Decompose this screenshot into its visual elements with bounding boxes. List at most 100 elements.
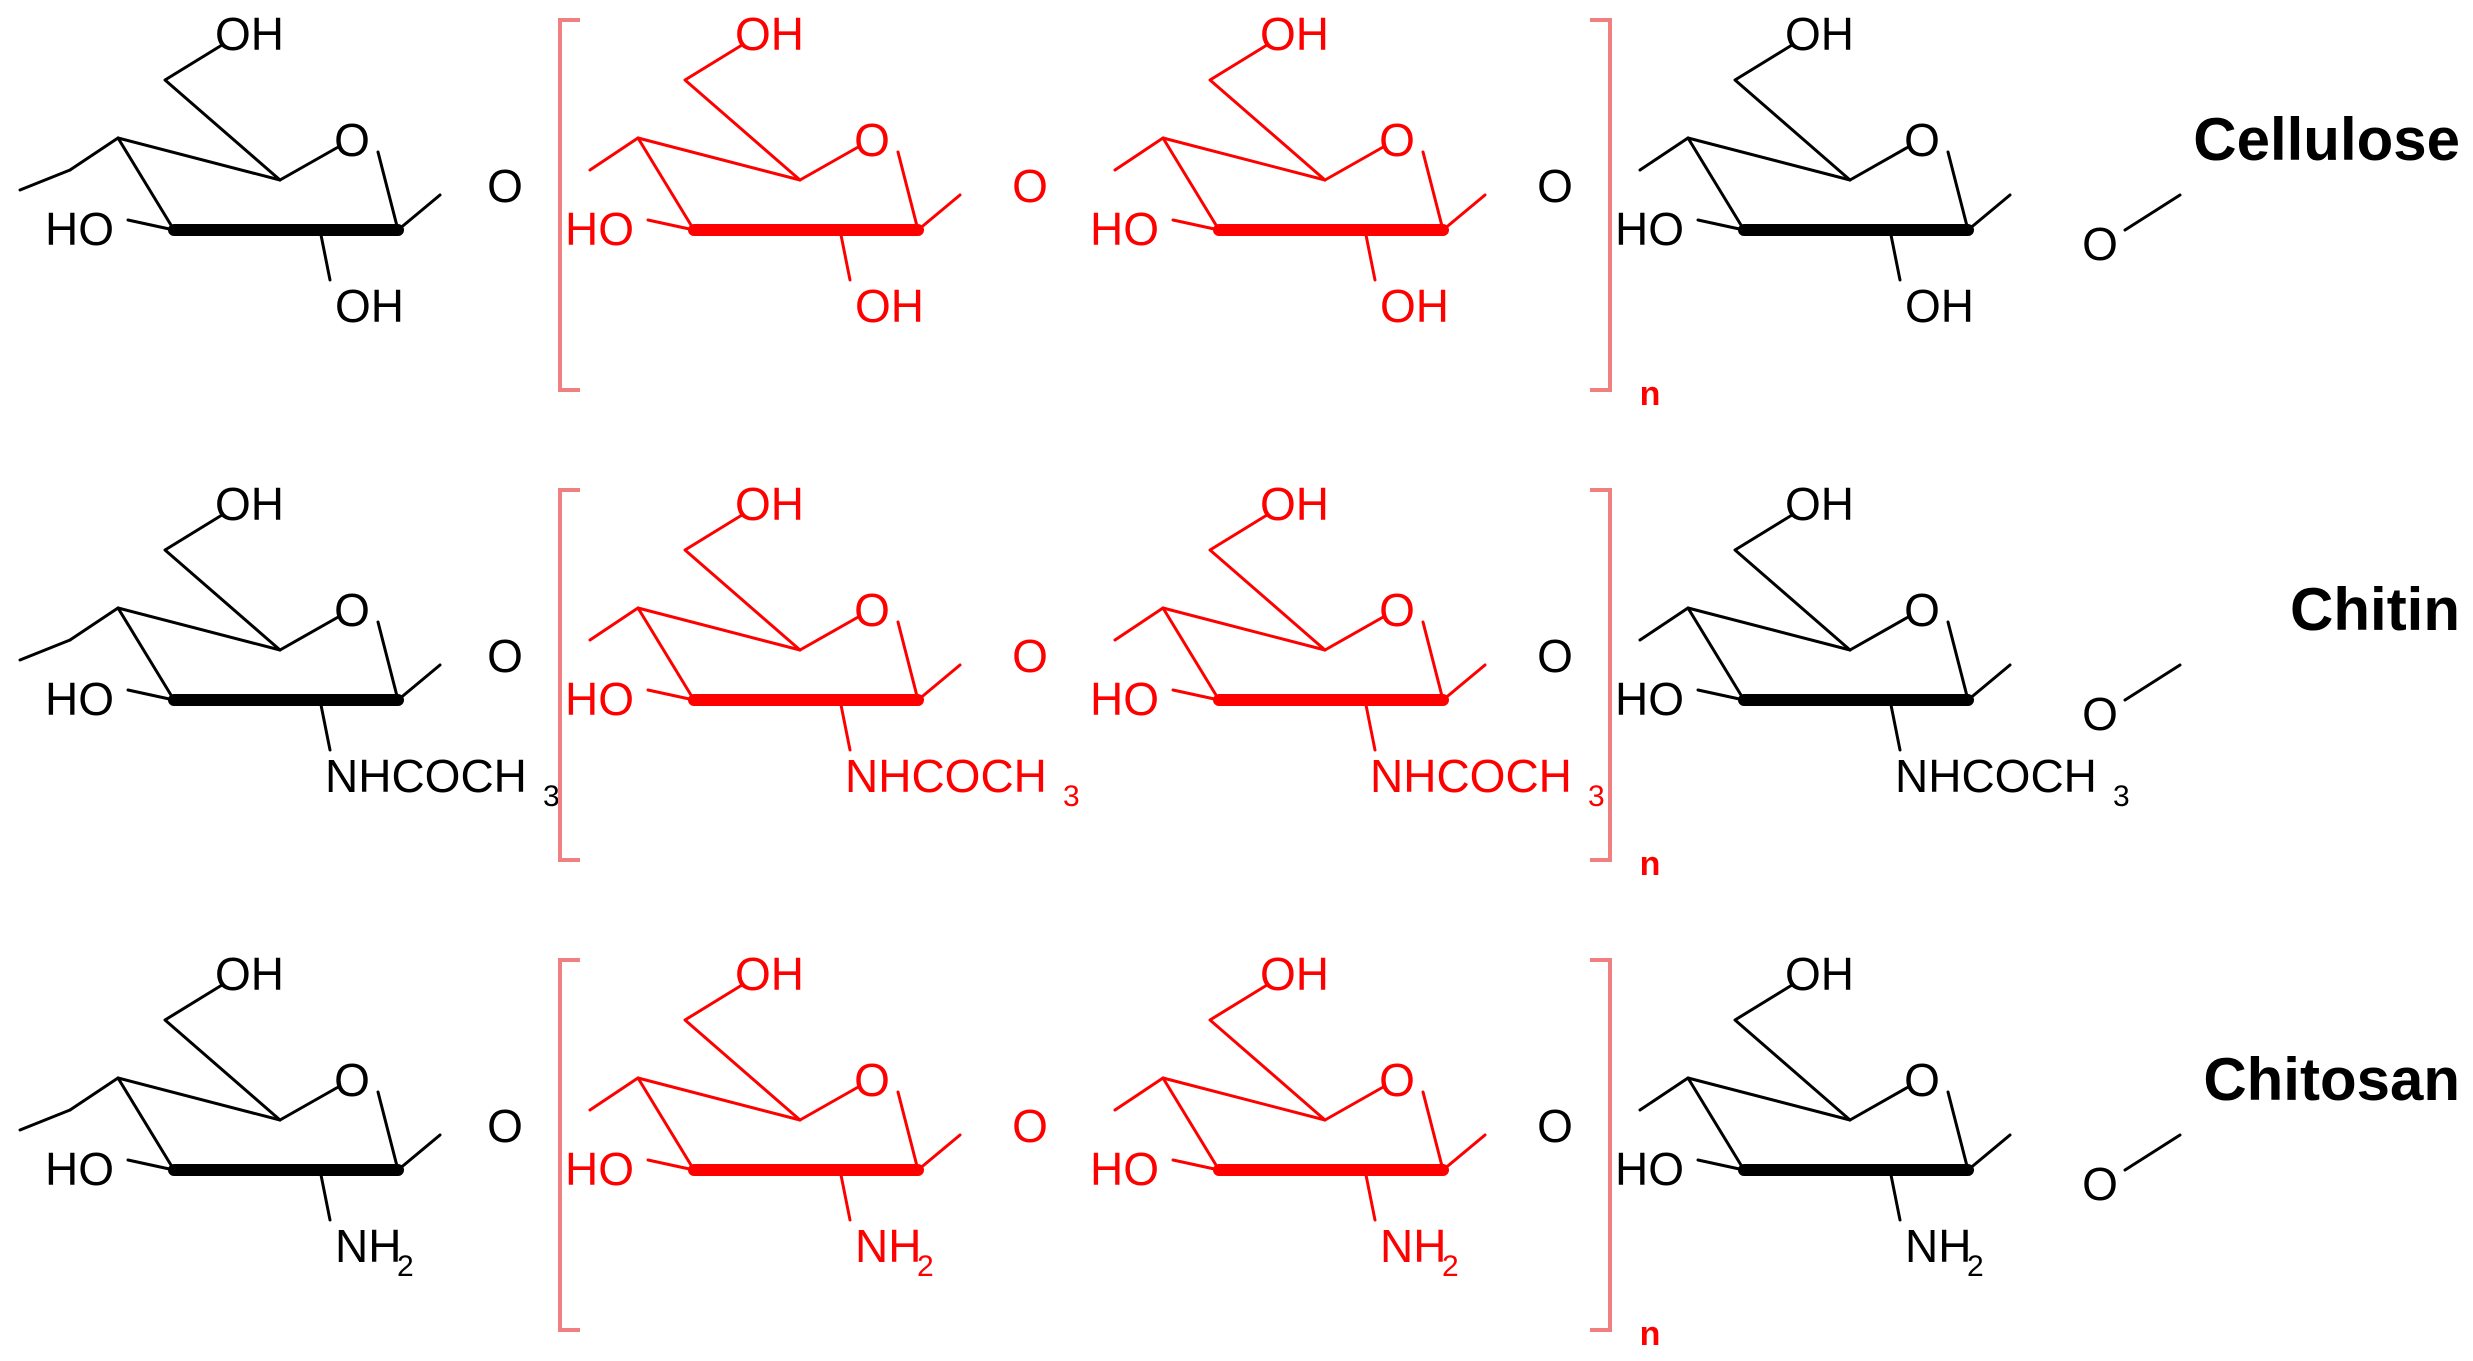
linkage-bond	[68, 136, 120, 172]
hydroxymethyl-label: OH	[735, 948, 804, 1000]
glycosidic-oxygen-label: O	[1537, 630, 1573, 682]
hydroxymethyl-label: OH	[1260, 478, 1329, 530]
chain-end-bond	[2123, 663, 2182, 702]
acetamido-label: NHCOCH	[1895, 750, 2097, 802]
sugar-unit: OH O HO NHCOCH 3	[1090, 478, 1605, 813]
ring-bond	[636, 136, 696, 232]
repeat-index-label: n	[1640, 1315, 1661, 1353]
substituent-bond	[1888, 698, 1902, 752]
hydroxyl-label-left: HO	[1615, 1143, 1684, 1195]
hydroxyl-label-left: HO	[1090, 673, 1159, 725]
linkage-bond	[1113, 136, 1165, 172]
linkage-bond	[68, 606, 120, 642]
polymer-name: Chitin	[2290, 576, 2460, 643]
hydroxyl-bond	[126, 218, 176, 232]
hydroxyl-bond	[126, 1158, 176, 1172]
hydroxyl-label: OH	[335, 280, 404, 332]
ring-oxygen-label: O	[854, 1054, 890, 1106]
ring-bond	[636, 136, 802, 182]
repeat-bracket-right	[1590, 18, 1612, 392]
ring-bond	[1686, 606, 1852, 652]
hydroxyl-label-left: HO	[565, 1143, 634, 1195]
hydroxyl-bond	[646, 1158, 696, 1172]
hydroxymethyl-label: OH	[1785, 8, 1854, 60]
repeat-bracket-left	[558, 958, 580, 1332]
linkage-bond	[1113, 606, 1165, 642]
hydroxyl-label-left: HO	[1615, 203, 1684, 255]
hydroxymethyl-label: OH	[1785, 948, 1854, 1000]
hydroxymethyl-bond	[1208, 983, 1327, 1122]
glycosidic-bond	[916, 193, 962, 232]
glycosidic-oxygen-label: O	[1012, 160, 1048, 212]
ring-bond	[636, 1076, 802, 1122]
ring-bond	[278, 614, 342, 652]
ring-bond	[1946, 150, 1970, 232]
hydroxyl-bond	[646, 218, 696, 232]
glycosidic-bond	[396, 193, 442, 232]
ring-bond	[1161, 606, 1221, 702]
ring-oxygen-label: O	[1379, 1054, 1415, 1106]
hydroxymethyl-label: OH	[1260, 8, 1329, 60]
glycosidic-bond	[1966, 193, 2012, 232]
linkage-bond	[68, 1076, 120, 1112]
hydroxymethyl-bond	[1208, 43, 1327, 182]
glycosidic-bond	[1441, 1133, 1487, 1172]
substituent-bond	[838, 228, 852, 282]
hydroxymethyl-bond	[163, 983, 282, 1122]
hydroxyl-label-left: HO	[45, 203, 114, 255]
amino-label: NH	[1380, 1220, 1446, 1272]
ring-bond	[1946, 620, 1970, 702]
hydroxymethyl-bond	[163, 43, 282, 182]
glycosidic-oxygen-label: O	[487, 630, 523, 682]
substituent-bond	[1363, 698, 1377, 752]
glycosidic-oxygen-label: O	[1537, 160, 1573, 212]
ring-oxygen-label: O	[854, 114, 890, 166]
chain-end-bond	[18, 1108, 72, 1132]
glycosidic-oxygen-label: O	[1537, 1100, 1573, 1152]
ring-oxygen-label: O	[334, 584, 370, 636]
ring-bond	[116, 606, 176, 702]
ring-bond	[376, 150, 400, 232]
linkage-bond	[1638, 136, 1690, 172]
hydroxymethyl-label: OH	[215, 8, 284, 60]
substituent-bond	[1363, 228, 1377, 282]
ring-bond	[636, 606, 802, 652]
ring-bond	[376, 1090, 400, 1172]
glycosidic-bond	[1966, 1133, 2012, 1172]
chain-end-bond	[18, 638, 72, 662]
ring-oxygen-label: O	[1904, 114, 1940, 166]
acetamido-subscript: 3	[1588, 780, 1605, 813]
substituent-bond	[838, 1168, 852, 1222]
hydroxymethyl-bond	[683, 983, 802, 1122]
linkage-bond	[1638, 606, 1690, 642]
acetamido-label: NHCOCH	[325, 750, 527, 802]
ring-bond	[1323, 614, 1387, 652]
hydroxyl-bond	[1171, 218, 1221, 232]
hydroxyl-label-left: HO	[565, 673, 634, 725]
ring-bond	[798, 144, 862, 182]
ring-bond	[116, 1076, 282, 1122]
linkage-bond	[588, 606, 640, 642]
chain-end-bond	[18, 168, 72, 192]
acetamido-subscript: 3	[1063, 780, 1080, 813]
hydroxyl-label: OH	[855, 280, 924, 332]
hydroxymethyl-bond	[1733, 983, 1852, 1122]
ring-oxygen-label: O	[1904, 584, 1940, 636]
repeat-bracket-left	[558, 488, 580, 862]
glycosidic-oxygen-label: O	[487, 160, 523, 212]
ring-bond	[1848, 614, 1912, 652]
acetamido-label: NHCOCH	[1370, 750, 1572, 802]
glycosidic-bond	[1966, 663, 2012, 702]
substituent-bond	[1888, 228, 1902, 282]
hydroxyl-bond	[1171, 688, 1221, 702]
ring-bond	[896, 1090, 920, 1172]
